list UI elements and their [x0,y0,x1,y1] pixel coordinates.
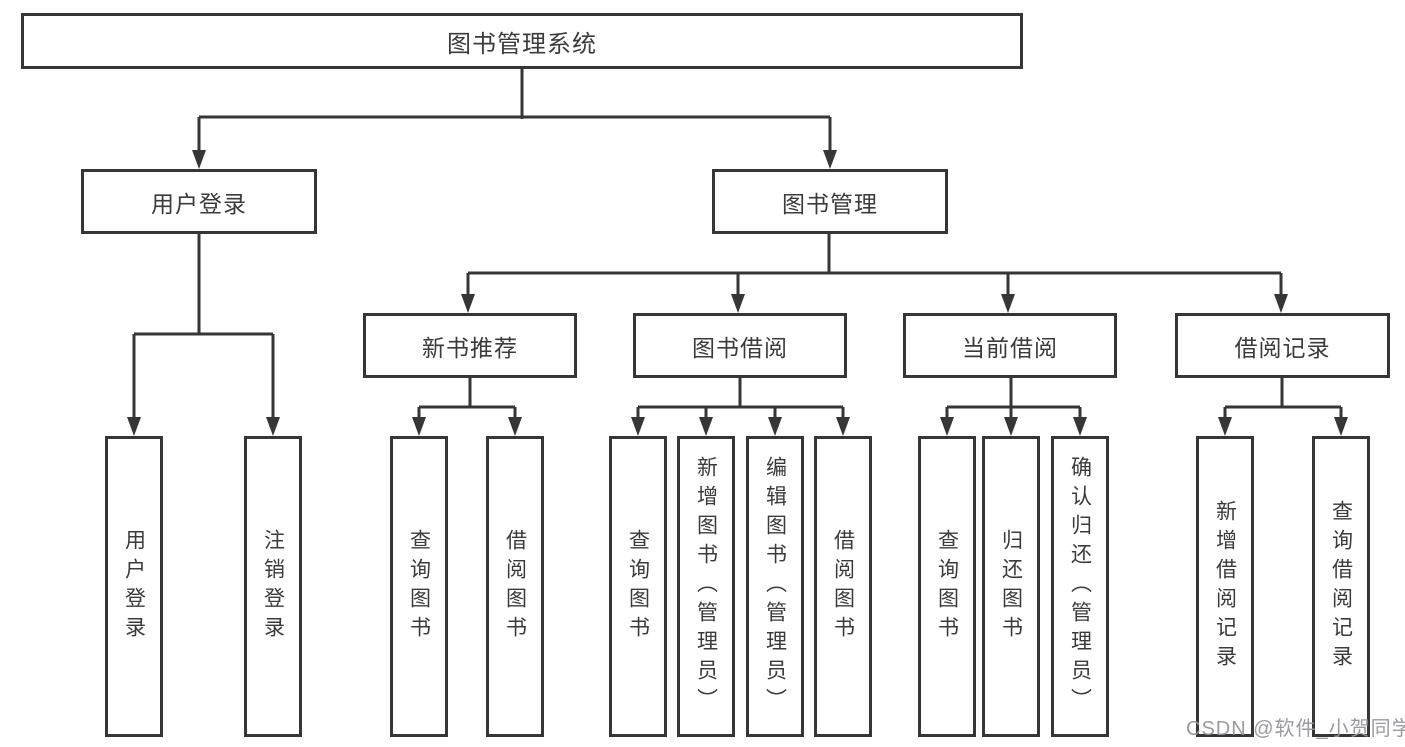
leaf-user-login: 用户登录 [105,436,163,737]
arrow-down-icon [1004,417,1018,436]
leaf-borrowing-add-books-admin: 新增图书（管理员） [677,436,735,737]
arrow-down-icon [508,417,522,436]
node-borrowing-records: 借阅记录 [1175,313,1390,378]
node-book-management-module: 图书管理 [712,169,948,234]
leaf-current-confirm-return-admin: 确认归还（管理员） [1051,436,1109,737]
arrow-down-icon [412,417,426,436]
leaf-logout: 注销登录 [244,436,302,737]
arrow-down-icon [1073,417,1087,436]
arrow-down-icon [1274,294,1288,313]
leaf-borrowing-query-books: 查询图书 [609,436,667,737]
csdn-watermark: CSDN @软件_小贺同学 [1186,718,1405,740]
arrow-down-icon [940,417,954,436]
leaf-records-query-record: 查询借阅记录 [1312,436,1370,737]
arrow-down-icon [1334,417,1348,436]
arrow-down-icon [823,150,837,169]
arrow-down-icon [461,294,475,313]
arrow-down-icon [768,417,782,436]
connector-path [132,68,1343,420]
arrowheads [127,150,1348,436]
node-user-login-module: 用户登录 [81,169,317,234]
arrow-down-icon [731,294,745,313]
arrow-down-icon [631,417,645,436]
leaf-recommend-query-books: 查询图书 [390,436,448,737]
leaf-current-return-books: 归还图书 [982,436,1040,737]
arrow-down-icon [699,417,713,436]
leaf-borrowing-borrow-books: 借阅图书 [814,436,872,737]
leaf-recommend-borrow-books: 借阅图书 [486,436,544,737]
leaf-current-query-books: 查询图书 [918,436,976,737]
node-book-borrowing: 图书借阅 [633,313,847,378]
arrow-down-icon [127,417,141,436]
node-current-borrowing: 当前借阅 [903,313,1117,378]
arrow-down-icon [836,417,850,436]
leaf-borrowing-edit-books-admin: 编辑图书（管理员） [746,436,804,737]
arrow-down-icon [1218,417,1232,436]
arrow-down-icon [192,150,206,169]
node-new-book-recommendation: 新书推荐 [363,313,577,378]
arrow-down-icon [266,417,280,436]
node-library-system: 图书管理系统 [21,13,1023,69]
arrow-down-icon [1001,294,1015,313]
leaf-records-add-record: 新增借阅记录 [1196,436,1254,737]
